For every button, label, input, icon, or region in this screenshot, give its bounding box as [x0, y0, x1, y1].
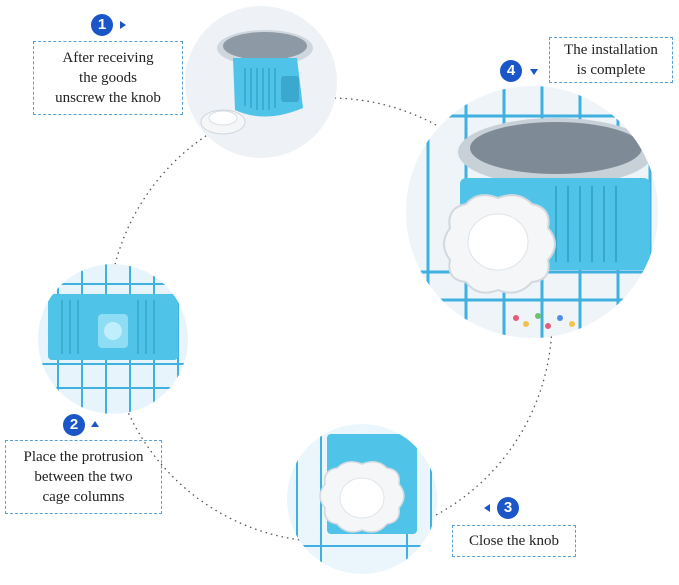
bowl-unscrewed-illustration: [185, 6, 337, 158]
step-3-caption: Close the knob: [452, 525, 576, 557]
step-2-caption: Place the protrusion between the two cag…: [5, 440, 162, 514]
caption-line: is complete: [576, 62, 646, 78]
photo-step-4: [406, 86, 658, 338]
step-1-badge: 1: [91, 14, 113, 36]
photo-step-1: [185, 6, 337, 158]
caption-line: the goods: [79, 70, 137, 86]
step-4-badge: 4: [500, 60, 522, 82]
pointer-left-icon: [484, 504, 490, 512]
knob-closing-illustration: [287, 424, 437, 574]
caption-line: After receiving: [62, 50, 154, 66]
caption-line: between the two: [34, 469, 133, 485]
step-2-badge: 2: [63, 414, 85, 436]
caption-line: cage columns: [42, 489, 125, 505]
caption-line: Place the protrusion: [23, 449, 144, 465]
pointer-right-icon: [120, 21, 126, 29]
pointer-up-icon: [91, 421, 99, 427]
pointer-down-icon: [530, 69, 538, 75]
caption-line: The installation: [564, 42, 658, 58]
step-1-caption: After receiving the goods unscrew the kn…: [33, 41, 183, 115]
photo-step-2: [38, 264, 188, 414]
photo-step-3: [287, 424, 437, 574]
installed-bowl-illustration: [406, 86, 658, 338]
caption-line: unscrew the knob: [55, 90, 161, 106]
step-4-caption: The installation is complete: [549, 37, 673, 83]
step-3-badge: 3: [497, 497, 519, 519]
caption-line: Close the knob: [469, 533, 559, 549]
bowl-on-cage-illustration: [38, 264, 188, 414]
